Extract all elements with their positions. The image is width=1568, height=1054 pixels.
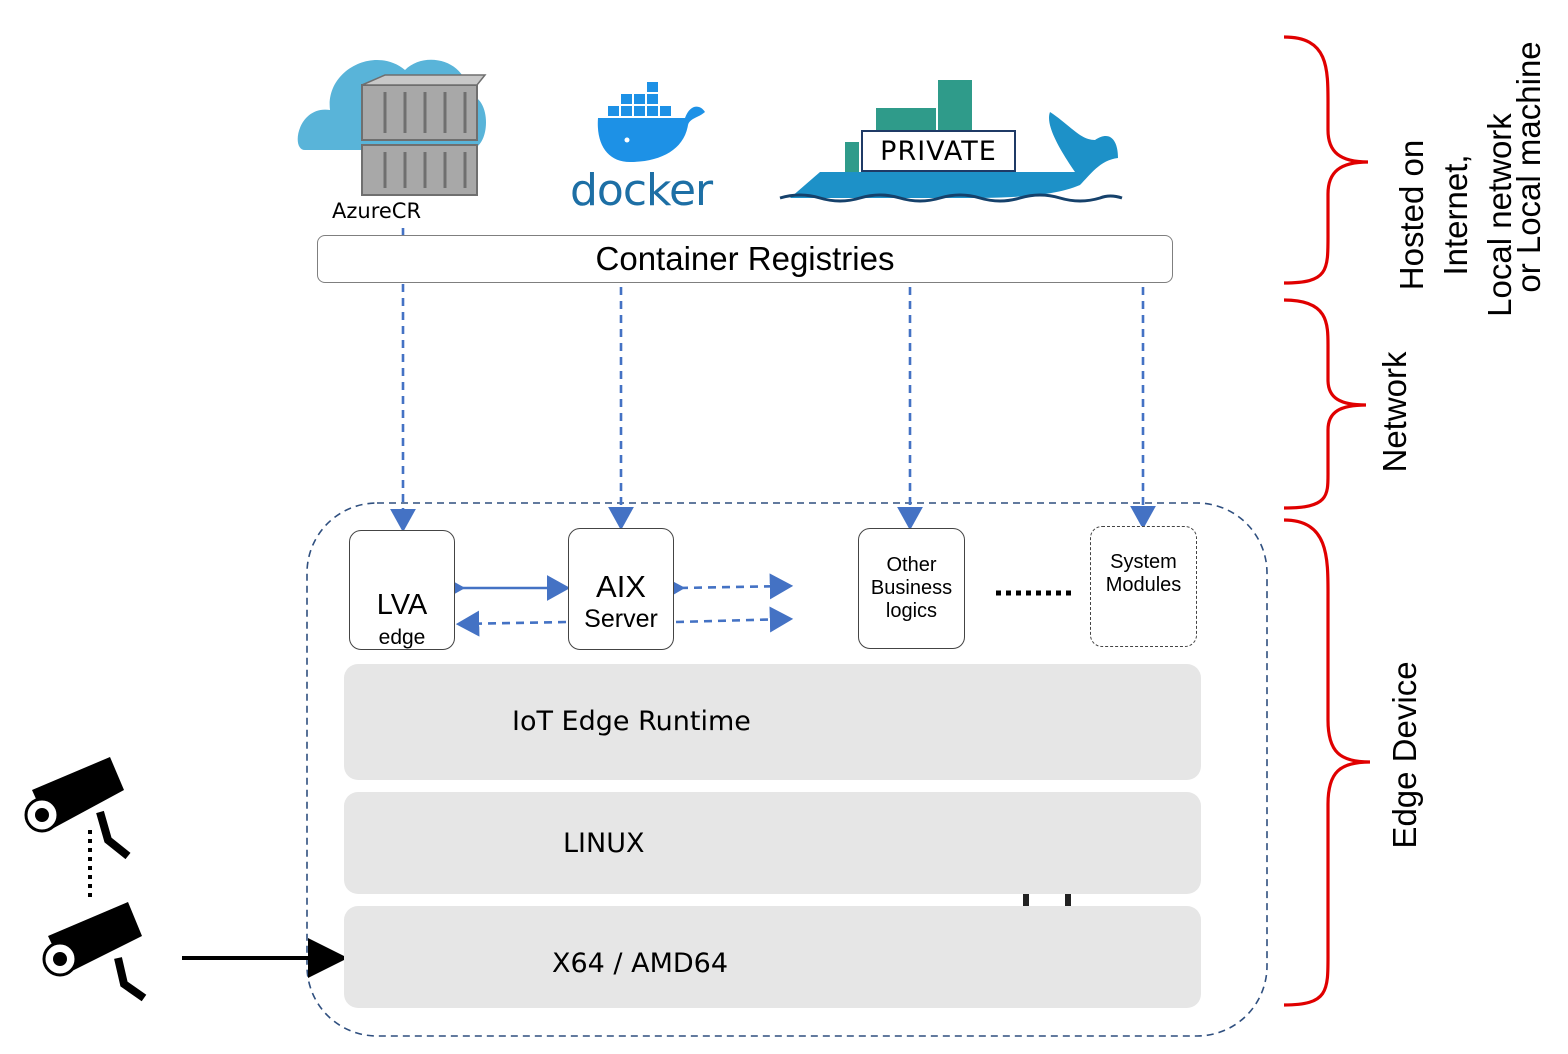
- docker-label: docker: [570, 165, 713, 216]
- camera-icon: [24, 757, 131, 860]
- arrow-aix-lva-dashed: [455, 610, 567, 637]
- other-label-line: Business: [870, 577, 953, 599]
- azure-container-registry-icon: [297, 59, 487, 196]
- private-registry-whale-icon: [779, 80, 1123, 203]
- private-registry-label: PRIVATE: [861, 130, 1016, 172]
- brace-network: [1283, 298, 1367, 510]
- lva-subtitle: edge: [378, 626, 426, 649]
- edge-device-boundary: [306, 502, 1268, 1037]
- layer-hardware-label: X64 / AMD64: [552, 948, 729, 979]
- aix-subtitle: Server: [584, 605, 658, 633]
- module-system-modules: System Modules: [1090, 526, 1197, 647]
- container-registries-label: Container Registries: [595, 240, 895, 277]
- azurecr-label: AzureCR: [332, 199, 422, 223]
- aix-title: AIX: [596, 569, 646, 604]
- lva-title: LVA: [376, 589, 428, 621]
- system-label-line: System: [1110, 551, 1177, 573]
- layer-os-label: LINUX: [563, 828, 645, 859]
- other-label-line: Other: [886, 554, 937, 576]
- camera-icon: [42, 902, 147, 1002]
- module-lva-edge: LVA edge: [349, 530, 455, 650]
- layer-runtime-label: IoT Edge Runtime: [512, 706, 751, 737]
- arrow-aix-out-upper: [661, 573, 794, 602]
- module-other-business-logics: Other Business logics: [858, 528, 965, 649]
- brace-edge-label: Edge Device: [1386, 661, 1423, 849]
- hosted-line: Internet,: [1437, 154, 1474, 276]
- arrow-aix-out-lower: [675, 606, 794, 633]
- layer-linux: LINUX: [344, 792, 1201, 894]
- container-registries-bar: Container Registries: [317, 235, 1173, 283]
- layer-hardware: X64 / AMD64: [344, 906, 1201, 1008]
- brace-hosted-label-line4: or Local machine: [1510, 41, 1547, 293]
- layer-iot-edge-runtime: IoT Edge Runtime: [344, 664, 1201, 780]
- module-aix-server: AIX Server: [568, 528, 674, 650]
- system-label-line: Modules: [1105, 574, 1182, 596]
- other-label-line: logics: [885, 600, 938, 622]
- brace-hosted: [1283, 35, 1369, 285]
- brace-edge: [1283, 518, 1371, 1007]
- docker-whale-icon: [597, 82, 705, 162]
- brace-network-label: Network: [1376, 351, 1413, 473]
